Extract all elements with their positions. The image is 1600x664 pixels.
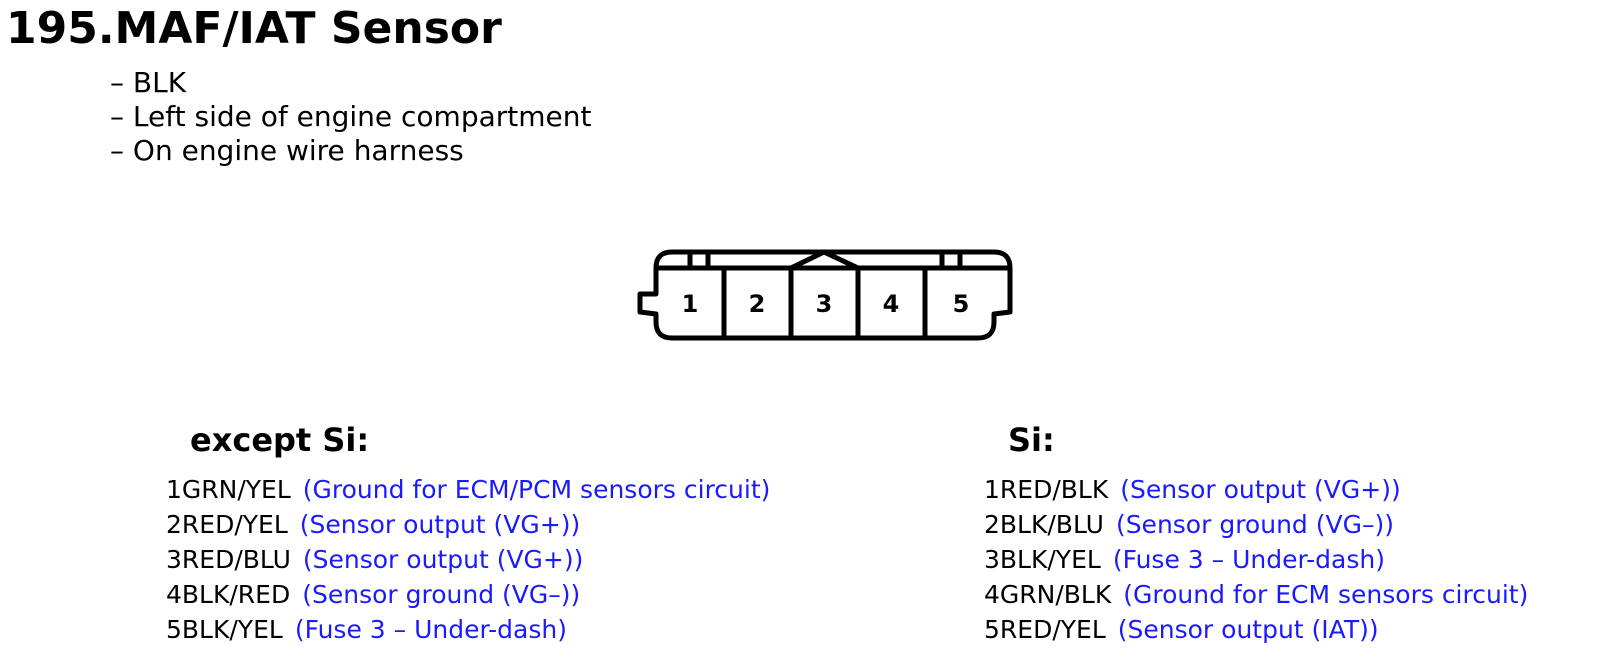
pin-row: 3BLK/YEL (Fuse 3 – Under-dash) (984, 542, 1528, 577)
pin-number: 2 (166, 510, 182, 539)
pin-row: 3RED/BLU (Sensor output (VG+)) (166, 542, 770, 577)
pin-row: 4GRN/BLK (Ground for ECM sensors circuit) (984, 577, 1528, 612)
pin-description: (Ground for ECM/PCM sensors circuit) (302, 475, 771, 504)
pin-number: 3 (984, 545, 1000, 574)
wire-color: BLK/YEL (181, 615, 283, 644)
left-latch (687, 249, 711, 271)
si-pin-list: 1RED/BLK (Sensor output (VG+)) 2BLK/BLU (S… (984, 472, 1528, 647)
pin-label-1: 1 (682, 290, 699, 318)
connector-notes: – BLK – Left side of engine compartment … (110, 66, 591, 168)
wire-color: GRN/YEL (181, 475, 291, 504)
pin-label-3: 3 (816, 290, 833, 318)
pin-description: (Sensor output (VG+)) (1120, 475, 1401, 504)
pin-description: (Sensor output (VG+)) (302, 545, 584, 574)
pin-description: (Sensor output (VG+)) (299, 510, 581, 539)
connector-diagram: 1 2 3 4 5 (637, 249, 1013, 341)
pin-description: (Fuse 3 – Under-dash) (1112, 545, 1385, 574)
except-si-heading: except Si: (190, 421, 370, 459)
page-title: 195.MAF/IAT Sensor (6, 3, 502, 54)
center-key (789, 249, 860, 271)
except-si-pin-list: 1GRN/YEL (Ground for ECM/PCM sensors circ… (166, 472, 770, 647)
note-location: – Left side of engine compartment (110, 100, 592, 133)
pin-label-2: 2 (749, 290, 766, 318)
pin-row: 2RED/YEL (Sensor output (VG+)) (166, 507, 770, 542)
pin-description: (Fuse 3 – Under-dash) (294, 615, 567, 644)
pin-number: 2 (984, 510, 1000, 539)
wire-color: BLK/YEL (999, 545, 1101, 574)
right-latch (939, 249, 963, 271)
pin-description: (Sensor ground (VG–)) (1115, 510, 1394, 539)
pin-row: 2BLK/BLU (Sensor ground (VG–)) (984, 507, 1528, 542)
pin-description: (Sensor ground (VG–)) (302, 580, 581, 609)
wire-color: RED/BLU (181, 545, 291, 574)
wire-color: RED/YEL (181, 510, 288, 539)
pin-description: (Ground for ECM sensors circuit) (1123, 580, 1529, 609)
wire-color: BLK/BLU (999, 510, 1104, 539)
pin-row: 1RED/BLK (Sensor output (VG+)) (984, 472, 1528, 507)
connector-outline (637, 249, 1013, 341)
pin-number: 5 (166, 615, 182, 644)
pin-number: 5 (984, 615, 1000, 644)
note-color: – BLK (110, 66, 187, 99)
pin-number: 4 (984, 580, 1000, 609)
note-harness: – On engine wire harness (110, 134, 464, 167)
wire-color: BLK/RED (181, 580, 291, 609)
pin-label-4: 4 (883, 290, 900, 318)
si-heading: Si: (1008, 421, 1055, 459)
wire-color: RED/YEL (999, 615, 1106, 644)
pin-row: 5RED/YEL (Sensor output (IAT)) (984, 612, 1528, 647)
pin-row: 4BLK/RED (Sensor ground (VG–)) (166, 577, 770, 612)
pin-number: 1 (984, 475, 1000, 504)
pin-label-5: 5 (953, 290, 970, 318)
pin-number: 3 (166, 545, 182, 574)
wire-color: RED/BLK (999, 475, 1109, 504)
pin-row: 1GRN/YEL (Ground for ECM/PCM sensors circ… (166, 472, 770, 507)
pin-description: (Sensor output (IAT)) (1117, 615, 1379, 644)
pin-row: 5BLK/YEL (Fuse 3 – Under-dash) (166, 612, 770, 647)
pin-number: 4 (166, 580, 182, 609)
pin-number: 1 (166, 475, 182, 504)
wire-color: GRN/BLK (999, 580, 1112, 609)
